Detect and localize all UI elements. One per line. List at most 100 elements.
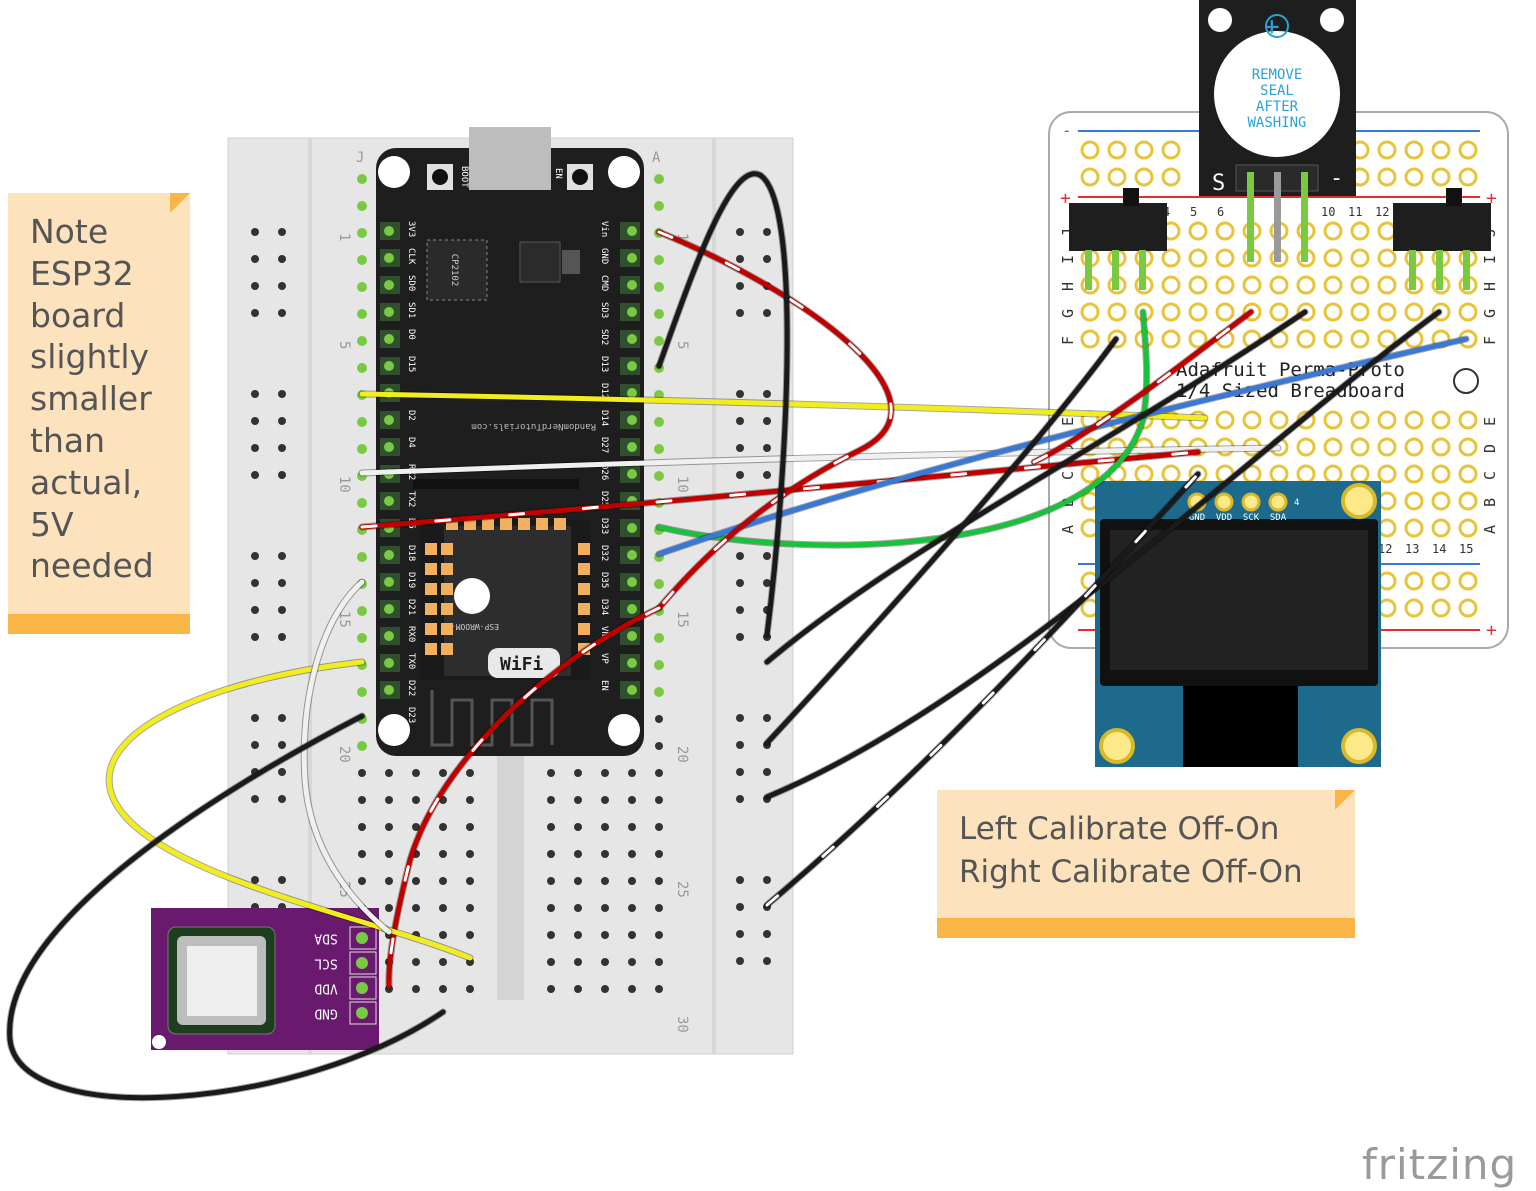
sensor-pin-label: VDD bbox=[314, 981, 338, 996]
bb-hole bbox=[655, 715, 663, 723]
bb-hole bbox=[736, 768, 744, 776]
bb-hole bbox=[763, 309, 771, 317]
module-pad bbox=[425, 543, 437, 555]
bb-hole bbox=[547, 958, 555, 966]
bb-hole bbox=[412, 877, 420, 885]
proto-hole bbox=[1377, 275, 1397, 295]
wire[interactable] bbox=[106, 659, 473, 961]
module-pad bbox=[425, 583, 437, 595]
esp-pin-label: D2 bbox=[406, 410, 416, 421]
oled-pin-pad bbox=[1268, 492, 1288, 512]
proto-hole bbox=[1215, 275, 1235, 295]
proto-row-letter: C bbox=[1481, 471, 1499, 480]
esp-pin bbox=[627, 226, 637, 236]
esp-pin bbox=[384, 253, 394, 263]
proto-hole bbox=[1161, 140, 1181, 160]
bb-hole bbox=[358, 796, 366, 804]
proto-hole bbox=[1242, 275, 1262, 295]
bb-hole bbox=[736, 282, 744, 290]
proto-hole bbox=[1350, 410, 1370, 430]
bb-hole bbox=[655, 823, 663, 831]
bb-hole bbox=[763, 552, 771, 560]
wire-stripe bbox=[360, 450, 1200, 529]
bb-hole bbox=[763, 255, 771, 263]
buzzer-mount-hole bbox=[1208, 8, 1232, 32]
esp-pin-label: D32 bbox=[599, 545, 609, 561]
wire[interactable] bbox=[301, 579, 392, 935]
module-pad bbox=[482, 518, 494, 530]
wire[interactable] bbox=[764, 309, 1308, 665]
proto-row-letter: C bbox=[1059, 471, 1077, 480]
wire[interactable] bbox=[656, 171, 790, 638]
bb-hole bbox=[736, 795, 744, 803]
esp32-pin-labels-right: VinGNDCMDSD3SD2D13D12D14D27D26D25D33D32D… bbox=[599, 221, 609, 691]
proto-hole bbox=[1323, 329, 1343, 349]
oled-pin-label: SDA bbox=[1270, 513, 1287, 523]
wire[interactable] bbox=[764, 336, 1119, 746]
bb-hole-active bbox=[357, 363, 367, 373]
esp-pin bbox=[627, 469, 637, 479]
bb-hole bbox=[439, 985, 447, 993]
bb-hole bbox=[655, 904, 663, 912]
wire[interactable] bbox=[656, 336, 1469, 557]
slide-switch-right[interactable] bbox=[1393, 188, 1491, 290]
bb-hole bbox=[251, 444, 259, 452]
bb-hole bbox=[628, 985, 636, 993]
esp-pin bbox=[627, 631, 637, 641]
esp-pin bbox=[384, 415, 394, 425]
sensor-pin bbox=[356, 982, 368, 994]
module-pad bbox=[425, 603, 437, 615]
wire[interactable] bbox=[7, 713, 446, 1101]
proto-hole bbox=[1161, 410, 1181, 430]
sensor-pin bbox=[356, 957, 368, 969]
esp-pin bbox=[627, 523, 637, 533]
proto-row-letter: E bbox=[1059, 417, 1077, 426]
esp-pin-label: 3V3 bbox=[406, 221, 416, 237]
proto-hole bbox=[1431, 437, 1451, 457]
bb-hole-active bbox=[654, 633, 664, 643]
bb-hole-active bbox=[357, 174, 367, 184]
bb-hole bbox=[655, 769, 663, 777]
proto-hole bbox=[1377, 410, 1397, 430]
proto-hole bbox=[1458, 437, 1478, 457]
esp-pin bbox=[384, 361, 394, 371]
bb-hole bbox=[655, 877, 663, 885]
wifi-logo bbox=[488, 648, 560, 678]
bb-hole bbox=[736, 876, 744, 884]
esp-pin-label: D13 bbox=[599, 356, 609, 372]
bb-hole bbox=[466, 850, 474, 858]
bb-hole-active bbox=[654, 660, 664, 670]
note-calibrate: Left Calibrate Off-On Right Calibrate Of… bbox=[937, 790, 1355, 938]
wire[interactable] bbox=[764, 309, 1442, 800]
proto-hole bbox=[1242, 410, 1262, 430]
slide-switch-left[interactable] bbox=[1069, 188, 1167, 290]
bb-hole bbox=[278, 417, 286, 425]
proto-row-letter: D bbox=[1481, 444, 1499, 453]
bb-hole bbox=[628, 931, 636, 939]
buzzer-pin-s: S bbox=[1212, 171, 1225, 196]
esp-pin bbox=[627, 361, 637, 371]
esp-pin bbox=[627, 307, 637, 317]
esp-pin bbox=[384, 442, 394, 452]
bb-hole bbox=[574, 877, 582, 885]
wire[interactable] bbox=[764, 471, 1201, 908]
bb-hole bbox=[601, 850, 609, 858]
esp-pin-label: EN bbox=[599, 680, 609, 691]
wire[interactable] bbox=[656, 229, 894, 611]
bb-hole bbox=[278, 471, 286, 479]
bb-hole bbox=[574, 985, 582, 993]
site-label: RandomNerdTutorials.com bbox=[471, 421, 596, 431]
esp-pin-label: D4 bbox=[406, 437, 416, 448]
module-pad bbox=[441, 543, 453, 555]
bb-hole bbox=[601, 877, 609, 885]
bb-hole bbox=[736, 957, 744, 965]
module-pad bbox=[518, 518, 530, 530]
proto-hole bbox=[1458, 167, 1478, 187]
bb-hole-active bbox=[357, 228, 367, 238]
proto-hole bbox=[1080, 437, 1100, 457]
esp-pin bbox=[384, 307, 394, 317]
bb-hole bbox=[466, 958, 474, 966]
esp-pin bbox=[627, 604, 637, 614]
proto-hole bbox=[1458, 518, 1478, 538]
bb-hole bbox=[763, 228, 771, 236]
